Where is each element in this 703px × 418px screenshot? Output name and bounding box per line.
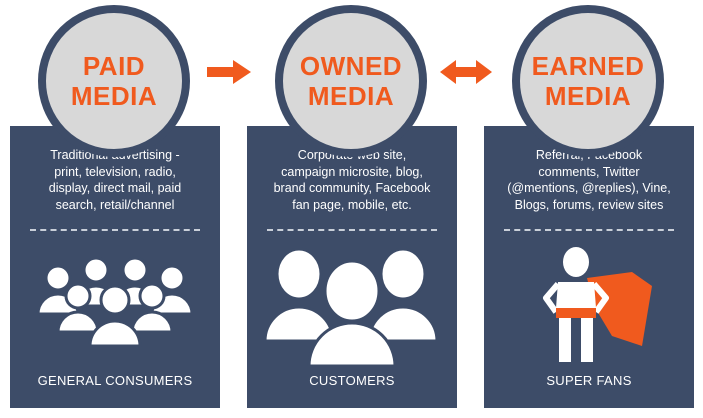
owned-media-description: Corporate web site, campaign microsite, … bbox=[253, 147, 451, 213]
description-line: fan page, mobile, etc. bbox=[292, 197, 412, 212]
superhero-icon bbox=[543, 247, 652, 362]
dashed-divider bbox=[504, 229, 674, 231]
description-line: campaign microsite, blog, bbox=[281, 164, 423, 179]
paid-media-panel: Traditional advertising - print, televis… bbox=[10, 126, 220, 408]
crowd-icon bbox=[36, 256, 194, 348]
description-line: brand community, Facebook bbox=[273, 181, 431, 195]
earned-media-circle: EARNED MEDIA bbox=[512, 5, 664, 157]
owned-media-circle: OWNED MEDIA bbox=[275, 5, 427, 157]
dashed-divider bbox=[30, 229, 200, 231]
paid-media-description: Traditional advertising - print, televis… bbox=[16, 147, 214, 213]
description-line: print, television, radio, bbox=[54, 164, 176, 179]
description-line: Blogs, forums, review sites bbox=[514, 197, 664, 212]
paid-media-title-line1: PAID bbox=[82, 51, 146, 81]
earned-media-title-line2: MEDIA bbox=[544, 81, 632, 111]
owned-media-column: Corporate web site, campaign microsite, … bbox=[247, 0, 457, 418]
dashed-divider bbox=[267, 229, 437, 231]
owned-media-panel: Corporate web site, campaign microsite, … bbox=[247, 126, 457, 408]
earned-media-column: Referral, Facebook comments, Twitter (@m… bbox=[484, 0, 694, 418]
earned-media-panel: Referral, Facebook comments, Twitter (@m… bbox=[484, 126, 694, 408]
earned-media-title-line1: EARNED bbox=[531, 51, 645, 81]
paid-media-column: Traditional advertising - print, televis… bbox=[10, 0, 220, 418]
owned-media-title-line1: OWNED bbox=[299, 51, 403, 81]
customers-icon bbox=[263, 247, 439, 366]
paid-media-circle: PAID MEDIA bbox=[38, 5, 190, 157]
paid-media-audience-label: GENERAL CONSUMERS bbox=[37, 373, 193, 388]
description-line: search, retail/channel bbox=[55, 197, 175, 212]
description-line: display, direct mail, paid bbox=[48, 181, 182, 195]
owned-media-title-line2: MEDIA bbox=[307, 81, 395, 111]
description-line: (@mentions, @replies), Vine, bbox=[507, 181, 671, 195]
owned-media-audience-label: CUSTOMERS bbox=[309, 373, 395, 388]
arrow-right-icon bbox=[207, 60, 251, 84]
arrow-double-icon bbox=[440, 60, 492, 84]
description-line: comments, Twitter bbox=[538, 164, 640, 179]
paid-media-title-line2: MEDIA bbox=[70, 81, 158, 111]
earned-media-audience-label: SUPER FANS bbox=[546, 373, 632, 388]
